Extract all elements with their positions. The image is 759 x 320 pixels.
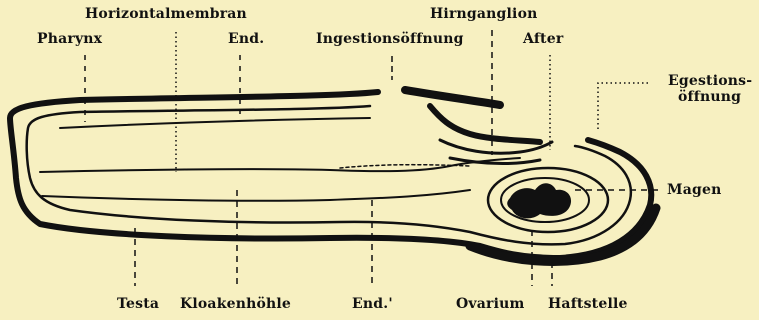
stomach-mass — [507, 183, 571, 218]
label-end-bottom: End.' — [352, 297, 393, 311]
ingestion-siphon-inner — [430, 106, 540, 142]
testa-outline-upper — [10, 92, 651, 258]
label-ovarium: Ovarium — [456, 297, 525, 311]
label-egestions-line2: öffnung — [678, 90, 741, 104]
label-haftstelle: Haftstelle — [548, 297, 628, 311]
leader-egestionsoeffnung — [598, 83, 648, 130]
label-testa: Testa — [117, 297, 159, 311]
label-egestions-line1: Egestions- — [668, 74, 752, 88]
label-kloakenhoehle: Kloakenhöhle — [180, 297, 291, 311]
label-end-top: End. — [228, 32, 264, 46]
cloacal-cavity-line — [42, 190, 470, 201]
label-magen: Magen — [667, 183, 721, 197]
label-pharynx: Pharynx — [37, 32, 102, 46]
label-hirnganglion: Hirnganglion — [430, 7, 537, 21]
label-horizontalmembran: Horizontalmembran — [85, 7, 247, 21]
ingestion-siphon — [405, 90, 500, 105]
endostyle-band — [60, 118, 370, 128]
label-ingestionsoeffnung: Ingestionsöffnung — [316, 32, 464, 46]
label-after: After — [523, 32, 563, 46]
body-wall — [27, 106, 631, 244]
